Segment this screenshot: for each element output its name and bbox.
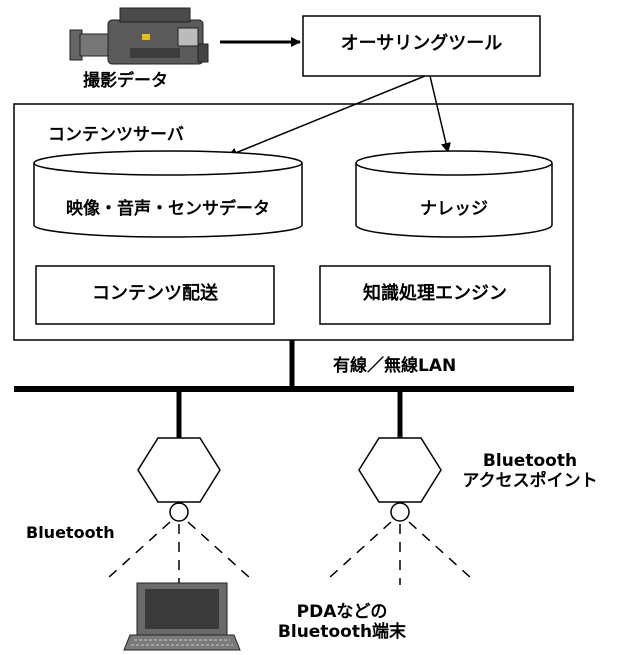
content-delivery-box	[35, 265, 275, 325]
terminal-label-line1: PDAなどの	[296, 602, 388, 622]
knowledge-engine-box	[319, 265, 551, 325]
access-point-label: Bluetooth アクセスポイント	[455, 451, 605, 491]
radio-waves-2	[328, 521, 472, 585]
authoring-tool-box	[302, 15, 541, 77]
access-point-label-line1: Bluetooth	[482, 451, 578, 471]
knowledge-database-label: ナレッジ	[420, 199, 488, 219]
knowledge-database-cylinder	[355, 150, 553, 238]
media-database-cylinder	[33, 150, 303, 238]
camera-label: 撮影データ	[83, 71, 168, 91]
arrow-authoring-to-knowledge-db	[429, 75, 451, 153]
media-database-label: 映像・音声・センサデータ	[66, 199, 270, 219]
terminal-label-line2: Bluetooth端末	[277, 621, 407, 642]
bluetooth-label: Bluetooth	[26, 523, 115, 542]
knowledge-engine-label: 知識処理エンジン	[363, 283, 507, 304]
radio-waves-1	[107, 521, 251, 585]
terminal-label: PDAなどの Bluetooth端末	[262, 602, 422, 642]
authoring-tool-label: オーサリングツール	[340, 33, 503, 54]
content-server-title: コンテンツサーバ	[48, 125, 184, 145]
content-delivery-label: コンテンツ配送	[92, 283, 218, 304]
video-camera-icon	[69, 7, 209, 65]
access-point-label-line2: アクセスポイント	[462, 470, 598, 491]
access-point-1	[137, 389, 221, 522]
arrow-authoring-to-media-db	[227, 75, 426, 158]
laptop-icon	[123, 582, 241, 651]
network-label: 有線／無線LAN	[333, 356, 457, 376]
access-point-2	[358, 389, 442, 522]
